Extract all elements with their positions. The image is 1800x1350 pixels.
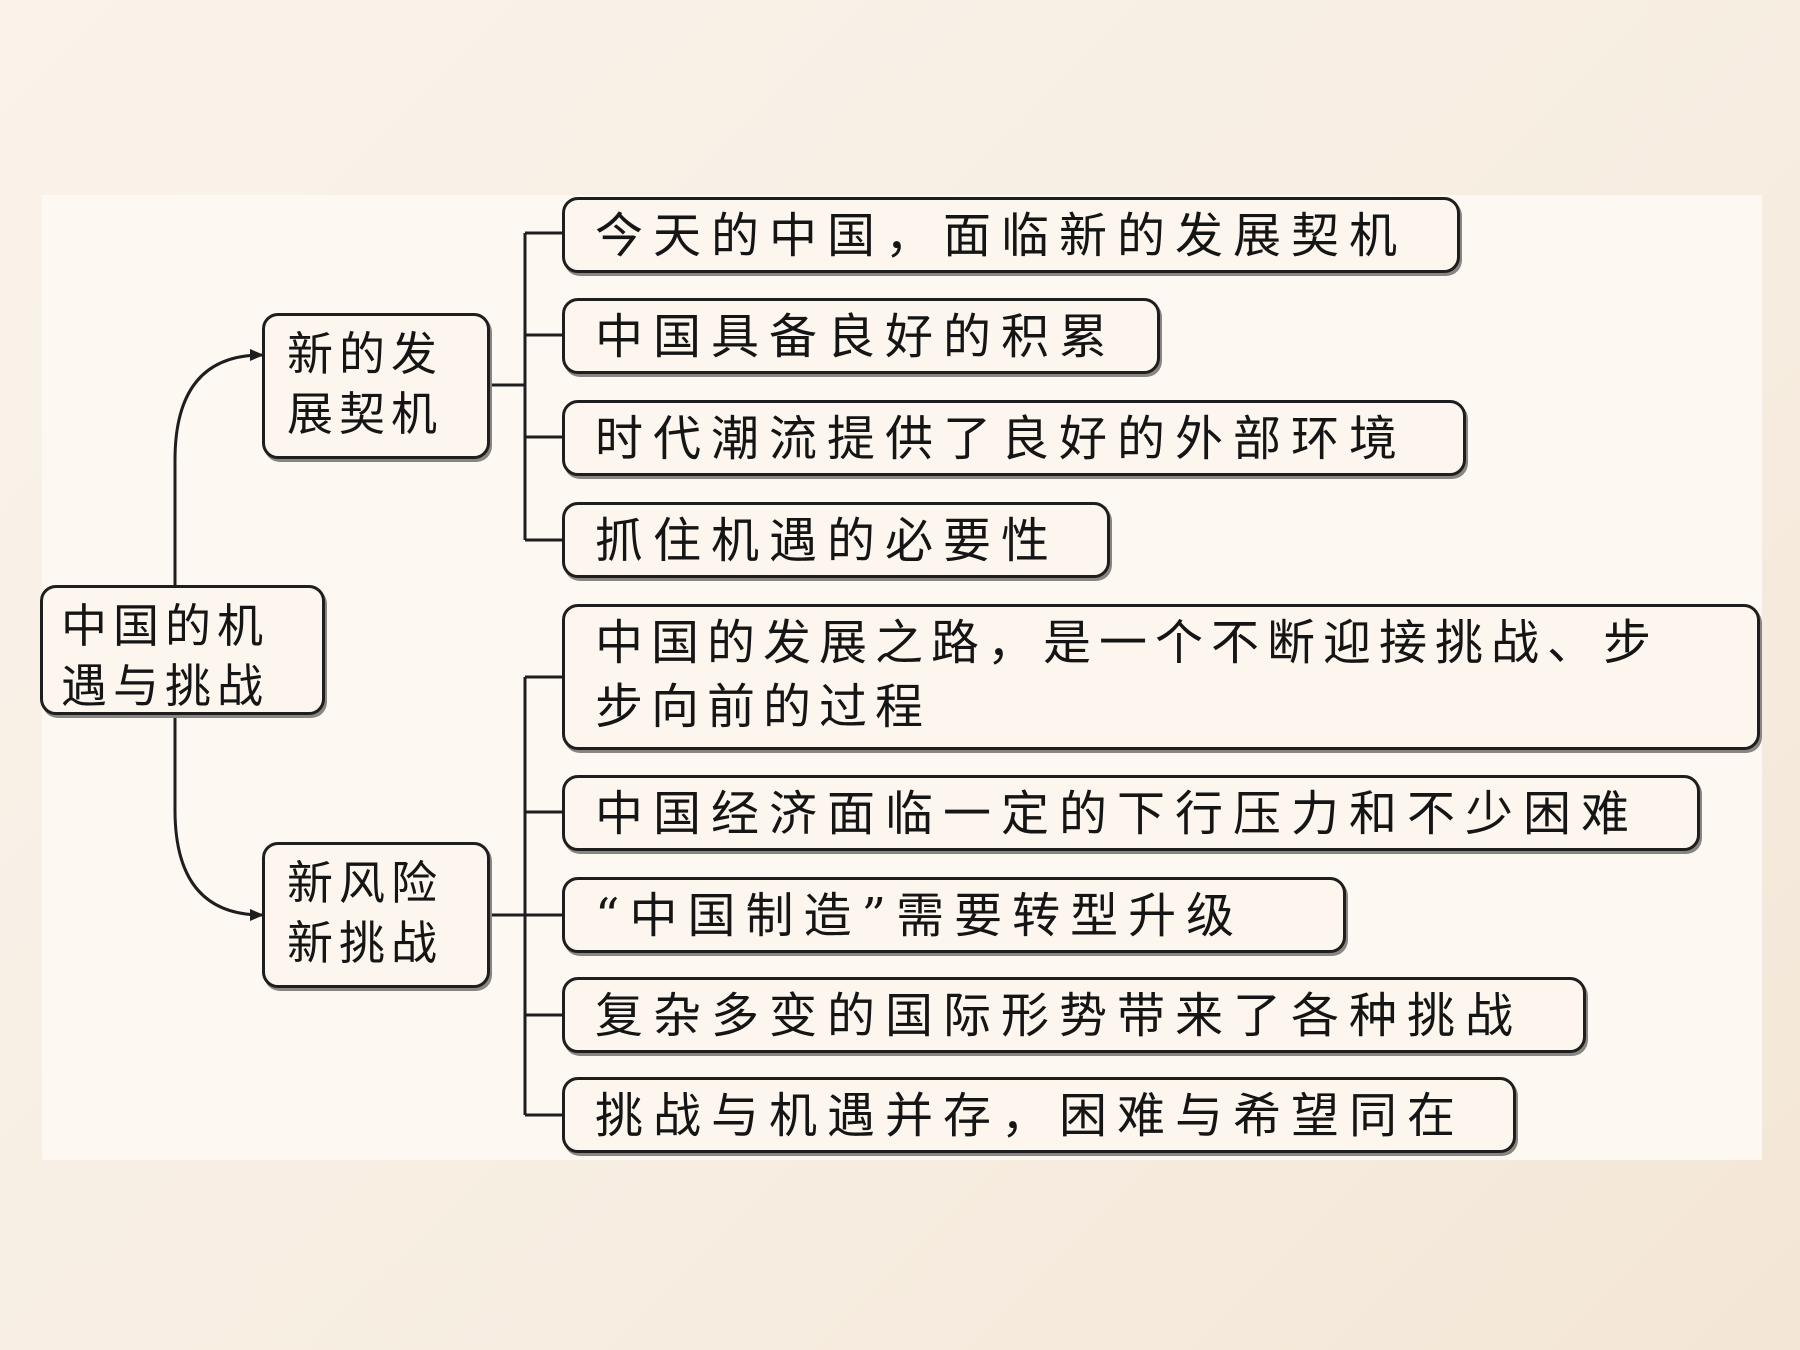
leaf-text-line-1: 中国的发展之路，是一个不断迎接挑战、步 <box>595 615 1660 671</box>
leaf-text: 复杂多变的国际形势带来了各种挑战 <box>595 988 1524 1044</box>
leaf-box: 复杂多变的国际形势带来了各种挑战 <box>562 977 1586 1053</box>
arrow-to-branch-1 <box>173 349 264 585</box>
leaf-box: 挑战与机遇并存，困难与希望同在 <box>562 1077 1516 1153</box>
leaf-box: 中国具备良好的积累 <box>562 298 1160 374</box>
leaf-text: 中国具备良好的积累 <box>595 309 1118 365</box>
bracket-branch-2 <box>490 675 562 1117</box>
leaf-box: 中国经济面临一定的下行压力和不少困难 <box>562 775 1700 851</box>
leaf-box: “中国制造”需要转型升级 <box>562 877 1346 953</box>
branch-node-line-1: 新风险 <box>287 856 443 910</box>
center-node: 中国的机 遇与挑战 <box>40 585 325 715</box>
leaf-text: 时代潮流提供了良好的外部环境 <box>595 411 1408 467</box>
leaf-box: 中国的发展之路，是一个不断迎接挑战、步 步向前的过程 <box>562 604 1760 750</box>
center-node-line-1: 中国的机 <box>61 599 269 653</box>
bracket-branch-1 <box>490 231 562 542</box>
branch-node-challenges: 新风险 新挑战 <box>262 842 490 988</box>
branch-node-opportunities: 新的发 展契机 <box>262 313 490 459</box>
leaf-box: 时代潮流提供了良好的外部环境 <box>562 400 1466 476</box>
branch-node-line-1: 新的发 <box>287 327 443 381</box>
leaf-text: 今天的中国，面临新的发展契机 <box>595 208 1408 264</box>
branch-node-line-2: 展契机 <box>287 387 443 441</box>
leaf-box: 今天的中国，面临新的发展契机 <box>562 197 1460 273</box>
branch-node-line-2: 新挑战 <box>287 916 443 970</box>
leaf-text: 抓住机遇的必要性 <box>595 513 1060 569</box>
leaf-text: 中国经济面临一定的下行压力和不少困难 <box>595 786 1640 842</box>
leaf-text: “中国制造”需要转型升级 <box>595 888 1245 944</box>
center-node-line-2: 遇与挑战 <box>61 659 269 713</box>
arrow-to-branch-2 <box>173 715 264 921</box>
leaf-text: 挑战与机遇并存，困难与希望同在 <box>595 1088 1466 1144</box>
leaf-text-line-2: 步向前的过程 <box>595 679 932 735</box>
leaf-box: 抓住机遇的必要性 <box>562 502 1110 578</box>
